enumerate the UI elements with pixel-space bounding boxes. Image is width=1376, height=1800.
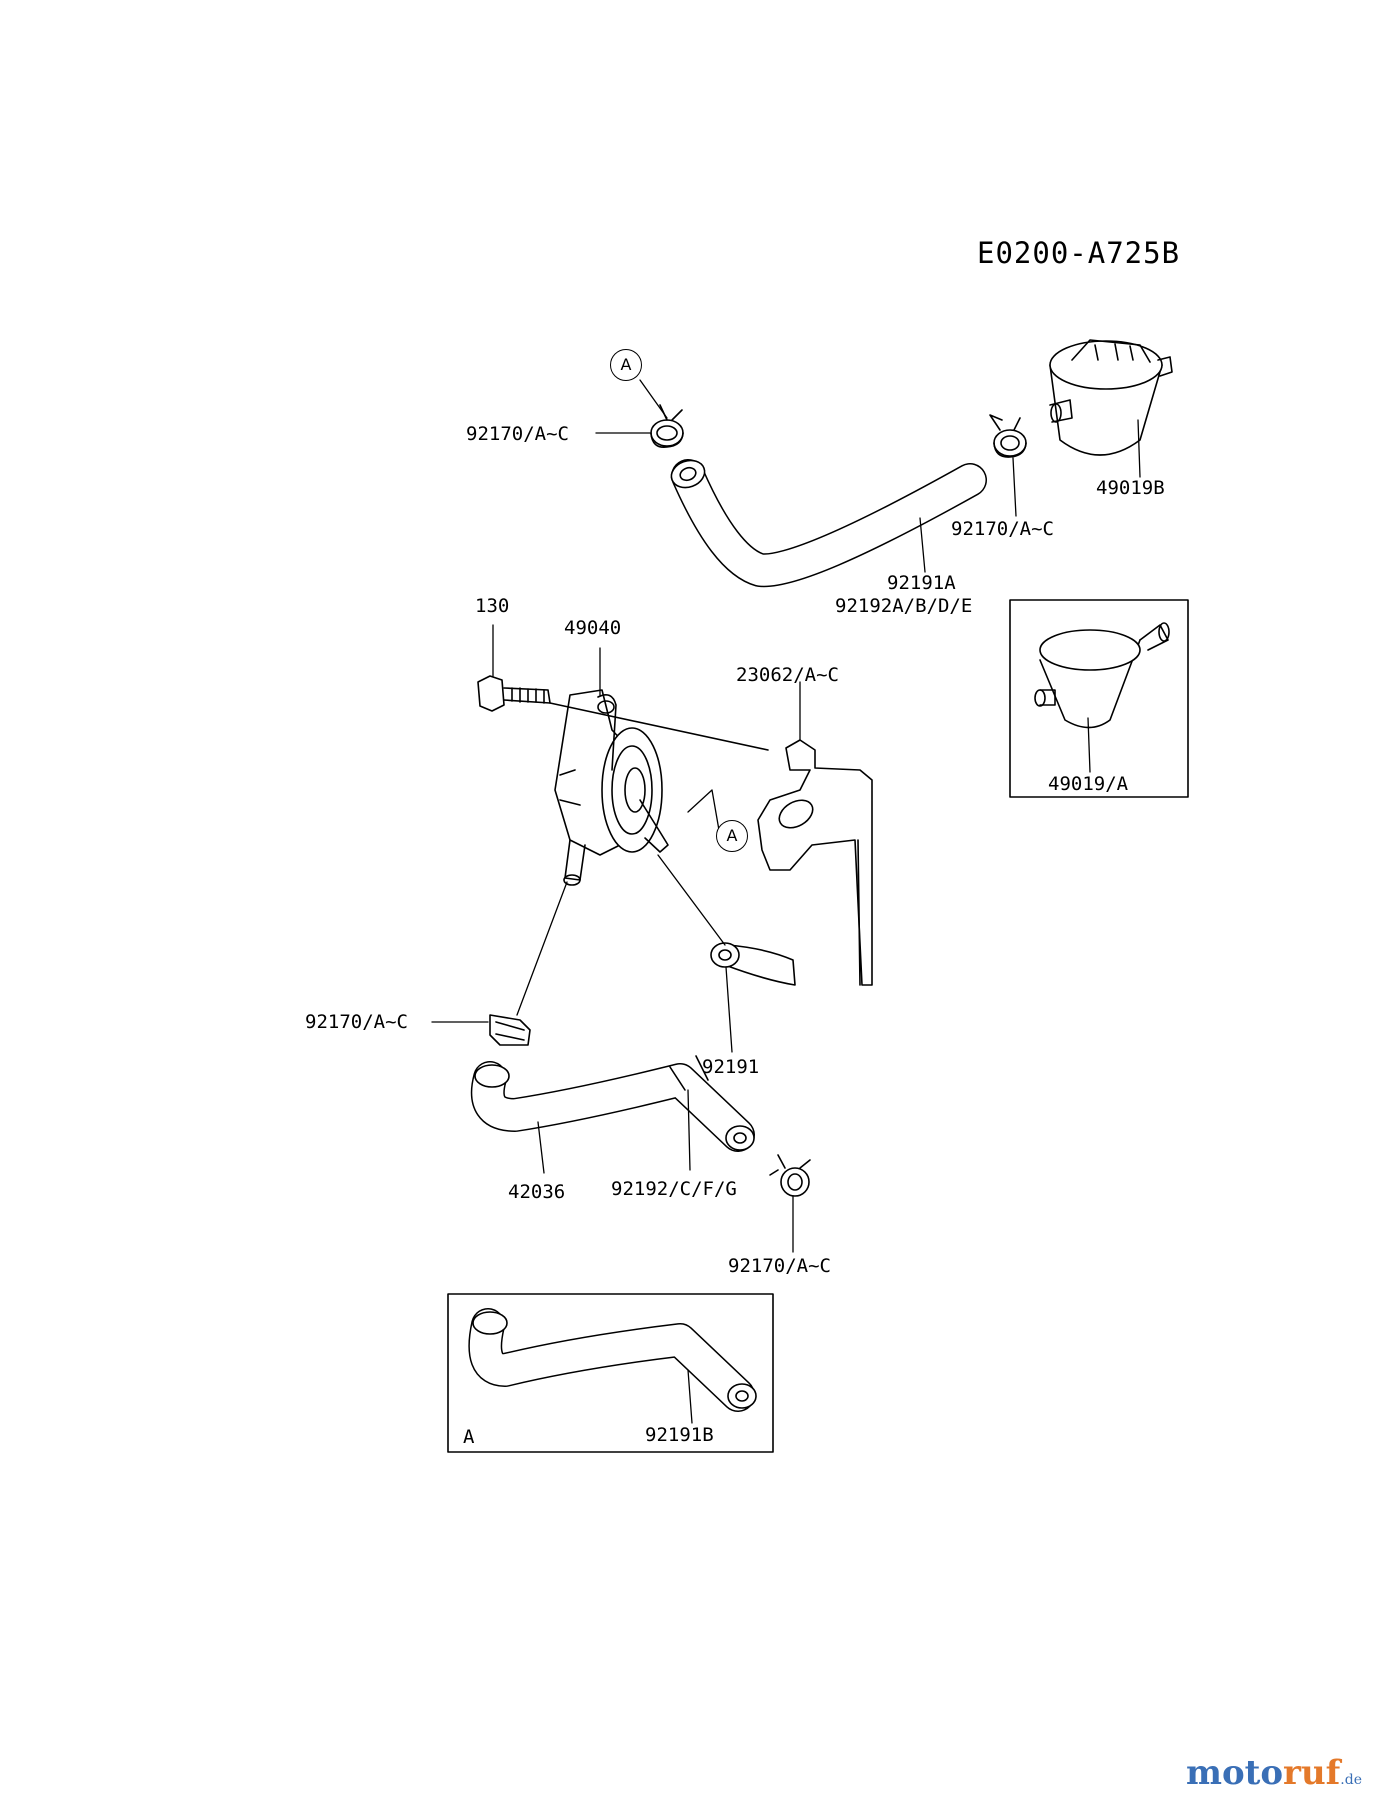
label-hose-42036: 42036	[508, 1181, 566, 1203]
watermark-suffix: .de	[1340, 1772, 1362, 1788]
label-filter-49019a: 49019/A	[1048, 773, 1129, 795]
label-bolt-130: 130	[475, 595, 510, 617]
inset-letter-a: A	[463, 1426, 475, 1448]
watermark-part1: moto	[1185, 1753, 1284, 1793]
label-clamp-top-right: 92170/A~C	[951, 518, 1054, 540]
callout-circle-a-pump: A	[716, 820, 748, 852]
label-pump-49040: 49040	[564, 617, 622, 639]
label-hose-92192c: 92192/C/F/G	[611, 1178, 737, 1200]
fuel-pump-49040	[554, 689, 669, 886]
watermark-logo: motoruf.de	[1186, 1756, 1362, 1790]
bolt-130	[477, 675, 769, 751]
label-clamp-top-left: 92170/A~C	[466, 423, 569, 445]
fuel-hose-92191	[710, 942, 796, 986]
hose-clamp-bottom	[769, 1154, 811, 1197]
diagram-code: E0200-A725B	[977, 236, 1181, 270]
fuel-hose-42036	[470, 1055, 755, 1152]
callout-circle-a-top: A	[610, 349, 642, 381]
label-bracket-23062: 23062/A~C	[736, 664, 839, 686]
leader-lines	[431, 379, 1141, 1424]
label-clamp-middle: 92170/A~C	[305, 1011, 408, 1033]
label-clamp-bottom: 92170/A~C	[728, 1255, 831, 1277]
label-hose-92191b: 92191B	[645, 1424, 714, 1446]
label-filter-49019b: 49019B	[1096, 477, 1165, 499]
fuel-filter-49019b	[1049, 339, 1173, 456]
watermark-part2: ruf	[1283, 1753, 1341, 1793]
hose-clamp-top-right	[989, 414, 1027, 458]
label-hose-92192a: 92192A/B/D/E	[835, 595, 973, 617]
fuel-hose-top	[670, 459, 987, 588]
pump-bracket-23062	[757, 739, 873, 986]
inset-box-filter-49019a	[1009, 599, 1189, 798]
label-hose-92191: 92191	[702, 1056, 760, 1078]
hose-clamp-top-left	[650, 404, 684, 449]
label-hose-92191a: 92191A	[887, 572, 956, 594]
inset-box-hose-92191b	[447, 1293, 774, 1453]
hose-clamp-middle	[489, 1014, 531, 1046]
